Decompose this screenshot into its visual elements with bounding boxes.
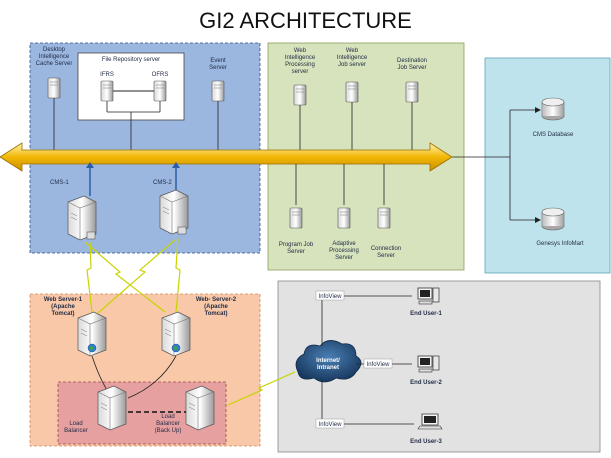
- program-job-label-2: Server: [287, 249, 305, 255]
- infoview-1-label: InfoView: [319, 294, 343, 300]
- event-server-label-1: Event: [210, 58, 226, 64]
- cms-database-icon: [541, 97, 565, 121]
- desktop-intelligence-server-icon: [47, 77, 61, 99]
- connection-server-label-1: Connection: [371, 246, 401, 252]
- web-server-2-globe-icon: [171, 343, 181, 353]
- cms2-terminal-icon: [177, 226, 187, 235]
- genesys-infomart-label: Genesys InfoMart: [536, 241, 584, 247]
- cms-web-lightning-links: [84, 237, 181, 314]
- destination-job-server-icon: [405, 81, 419, 103]
- infoview-3-label: InfoView: [319, 422, 343, 428]
- ifrs-label: IFRS: [100, 72, 114, 78]
- load-balancer-backup-label-2: Balancer: [156, 421, 180, 427]
- web-server-1-label-1: Web Server-1: [44, 297, 83, 303]
- desktop-intelligence-label-1: Desktop: [43, 47, 66, 53]
- adaptive-processing-label-3: Server: [335, 255, 353, 261]
- genesys-infomart-icon: [541, 207, 565, 231]
- adaptive-processing-label-2: Processing: [329, 248, 359, 254]
- diagram-title: GI2 ARCHITECTURE: [199, 8, 412, 33]
- file-repository-label: File Repository server: [102, 57, 160, 63]
- ofrs-server-icon: [153, 80, 167, 102]
- wi-processing-server-icon: [293, 84, 307, 106]
- cms-database-label: CMS Database: [533, 132, 574, 138]
- wi-job-server-icon: [345, 81, 359, 103]
- cms1-label: CMS-1: [50, 180, 69, 186]
- connection-server-label-2: Server: [377, 253, 395, 259]
- web-server-2-label-1: Web- Server-2: [196, 297, 237, 303]
- event-server-label-2: Server: [209, 65, 227, 71]
- wi-job-label-3: Job server: [338, 62, 366, 68]
- connection-server-icon: [377, 207, 391, 229]
- internet-label-1: Internet/: [316, 358, 340, 364]
- web-server-1-label-3: Tomcat): [52, 311, 75, 317]
- internet-cloud-icon: [295, 340, 362, 383]
- wi-job-label-1: Web: [346, 48, 359, 54]
- cyan-zone: [484, 57, 611, 274]
- internet-label-2: Intranet: [317, 365, 339, 371]
- end-user-1-label: End User-1: [410, 311, 442, 317]
- wi-processing-label-3: Processing: [285, 62, 315, 68]
- event-server-icon: [211, 80, 225, 102]
- web-server-1-globe-icon: [87, 343, 97, 353]
- end-user-3-laptop-icon: [417, 413, 443, 430]
- load-balancer-icon: [97, 385, 127, 431]
- ofrs-label: OFRS: [152, 72, 169, 78]
- end-user-2-desktop-icon: [417, 355, 440, 373]
- adaptive-processing-label-1: Adaptive: [332, 241, 356, 247]
- adaptive-processing-server-icon: [337, 207, 351, 229]
- wi-processing-label-1: Web: [294, 48, 307, 54]
- wi-job-label-2: Intelligence: [337, 55, 368, 61]
- lb-internet-lightning-link: [227, 371, 296, 406]
- message-bus-arrow: [0, 142, 453, 172]
- wi-processing-label-2: Intelligence: [285, 55, 316, 61]
- file-repository-box: [77, 52, 185, 121]
- cms1-terminal-icon: [86, 231, 96, 240]
- load-balancer-label-1: Load: [69, 421, 82, 427]
- desktop-intelligence-label-2: Intelligence: [39, 54, 70, 60]
- wi-processing-label-4: server: [292, 69, 309, 75]
- end-user-3-label: End User-3: [410, 439, 442, 445]
- infoview-2-label: InfoView: [367, 362, 391, 368]
- destination-job-label-1: Destination: [397, 58, 427, 64]
- load-balancer-backup-label-1: Load: [161, 414, 174, 420]
- load-balancer-label-2: Balancer: [64, 428, 88, 434]
- load-balancer-backup-icon: [185, 385, 215, 431]
- destination-job-label-2: Job Server: [397, 65, 426, 71]
- desktop-intelligence-label-3: Cache Server: [36, 61, 73, 67]
- web-server-2-label-3: Tomcat): [205, 311, 228, 317]
- end-user-1-desktop-icon: [417, 287, 440, 305]
- program-job-label-1: Program Job: [279, 242, 314, 248]
- load-balancer-backup-label-3: (Back Up): [155, 428, 182, 434]
- web-server-1-label-2: (Apache: [51, 304, 75, 310]
- program-job-server-icon: [289, 207, 303, 229]
- end-user-2-label: End User-2: [410, 380, 442, 386]
- cms2-label: CMS-2: [153, 180, 172, 186]
- web-server-2-label-2: (Apache: [204, 304, 228, 310]
- ifrs-server-icon: [100, 80, 114, 102]
